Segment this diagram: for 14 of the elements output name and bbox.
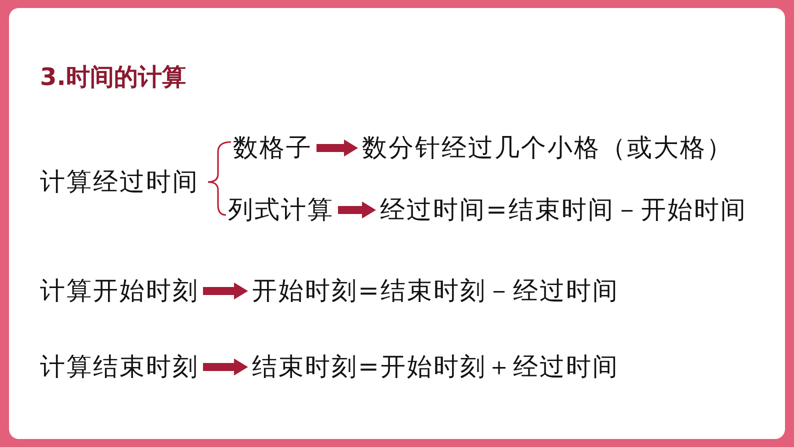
formula-text: 开始时刻=结束时刻－经过时间 [252,276,619,306]
arrow [203,358,248,376]
method-label: 数格子 [233,133,312,163]
result-text: 数分针经过几个小格（或大格） [362,133,733,163]
formula-text: 经过时间=结束时间－开始时间 [380,195,747,225]
topic-label: 计算结束时刻 [40,352,199,382]
topic-label: 计算开始时刻 [40,276,199,306]
method-label: 列式计算 [228,195,334,225]
topic-label: 计算经过时间 [40,167,199,197]
arrow [316,140,358,156]
title: 3.时间的计算 [40,62,186,92]
formula-text: 结束时刻=开始时刻＋经过时间 [252,352,619,382]
arrow [338,202,376,218]
arrow [203,282,248,300]
